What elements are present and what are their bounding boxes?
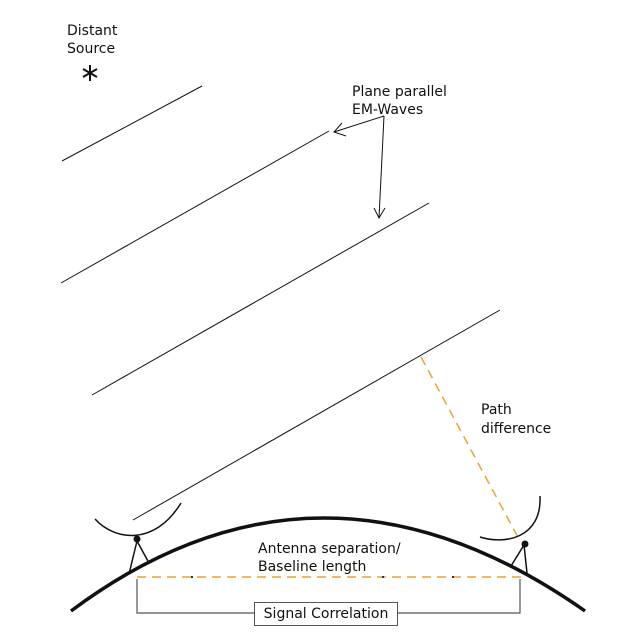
path-difference-label-line2: difference: [481, 421, 552, 437]
path-difference-label-line1: Path: [481, 402, 512, 418]
baseline-label-line2: Baseline length: [258, 559, 367, 575]
baseline-label-line1: Antenna separation/: [258, 541, 401, 557]
distant-source-icon: [82, 65, 98, 81]
source-label-line2: Source: [67, 41, 116, 57]
wavefront-1: [61, 85, 203, 162]
source-label-line1: Distant: [67, 23, 118, 39]
correlation-bracket: [136, 579, 521, 614]
right-antenna-icon: [479, 495, 541, 574]
wave-label-arrows: [333, 115, 386, 220]
path-difference-line: [420, 356, 521, 542]
wavefront-2: [60, 130, 330, 284]
left-antenna-icon: [94, 502, 182, 575]
baseline-dots: [191, 576, 454, 578]
wavefront-3: [91, 202, 430, 396]
waves-label-line2: EM-Waves: [352, 102, 424, 118]
earth-surface: [69, 516, 587, 613]
waves-label-line1: Plane parallel: [352, 84, 447, 100]
wavefront-4: [132, 309, 501, 521]
signal-correlation-box: Signal Correlation: [254, 602, 398, 626]
